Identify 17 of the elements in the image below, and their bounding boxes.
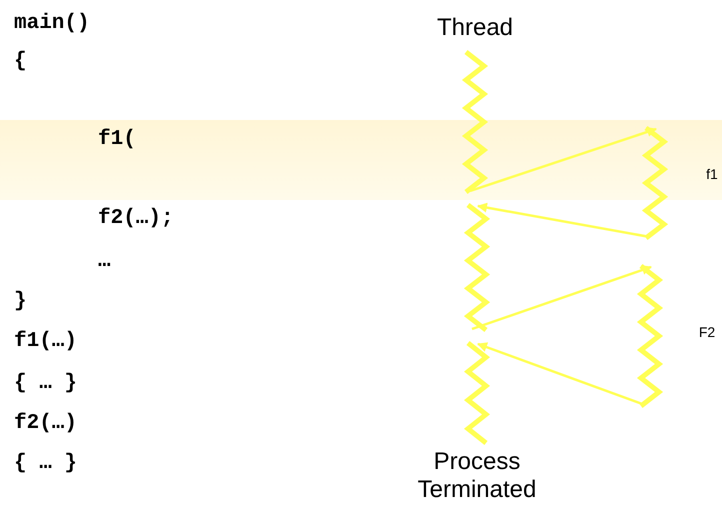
code-line: f2(…); (98, 207, 174, 231)
arrow (470, 127, 657, 192)
code-line: } (14, 290, 27, 314)
arrow (472, 265, 652, 330)
thread-label: Process Terminated (416, 448, 538, 504)
code-line: f2(…) (14, 412, 78, 436)
thread-zigzag (464, 205, 490, 330)
code-line: f1( (98, 128, 136, 152)
code-line: f1(…) (14, 330, 78, 354)
code-line: … (98, 250, 111, 274)
code-line: { … } (14, 452, 78, 476)
thread-label: f1 (705, 166, 719, 182)
code-line: { … } (14, 372, 78, 396)
thread-label: F2 (698, 324, 716, 340)
code-line: { (14, 50, 27, 74)
thread-label: Thread (436, 14, 514, 42)
code-line: main() (14, 12, 90, 36)
